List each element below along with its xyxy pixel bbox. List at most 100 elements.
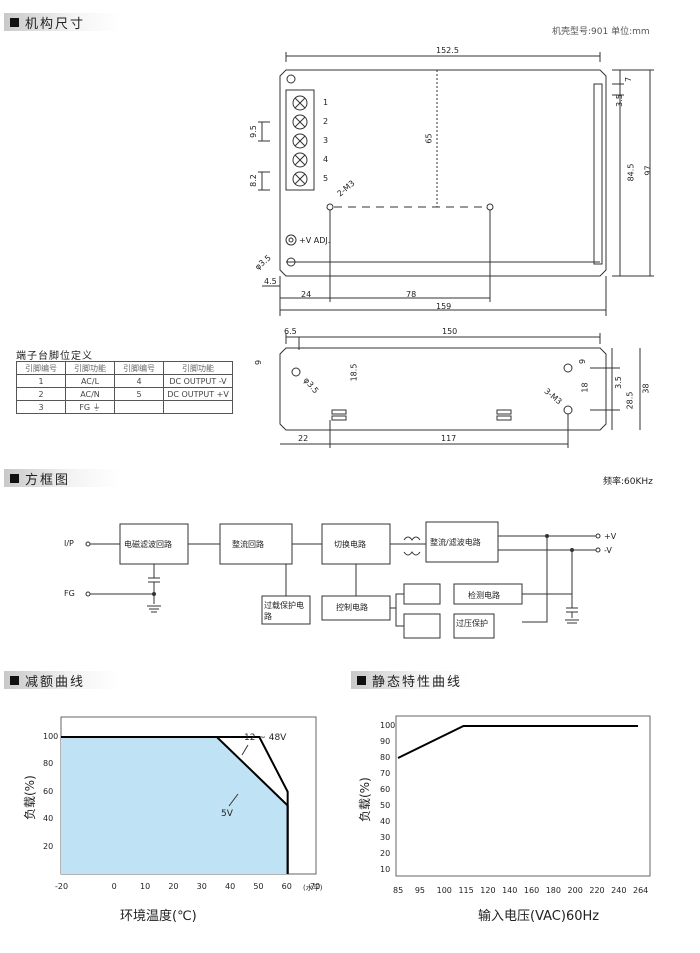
square-bullet-icon xyxy=(10,17,19,27)
vadj-label: +V ADJ. xyxy=(299,236,331,245)
section-mechanical: 机构尺寸 xyxy=(4,13,120,32)
top-view-outline xyxy=(279,69,607,277)
y-tick-label: 100 xyxy=(380,721,396,730)
section-title: 机构尺寸 xyxy=(25,16,86,32)
x-tick-label: 140 xyxy=(502,886,518,895)
y-tick-label: 80 xyxy=(380,753,391,762)
x-tick-label: 100 xyxy=(436,886,452,895)
y-tick-label: 60 xyxy=(380,785,391,794)
dim-117: 117 xyxy=(441,434,457,443)
x-axis-title: 环境温度(℃) xyxy=(120,909,197,924)
static-series-line xyxy=(397,725,638,759)
section-title: 方框图 xyxy=(25,472,71,488)
emi-block: 电磁滤波回路 xyxy=(124,540,172,549)
series-line-5v xyxy=(61,736,289,874)
table-row: 3 FG ⏚ xyxy=(16,400,233,414)
olp-block: 过载保护电路 xyxy=(264,601,304,621)
y-tick-label: 50 xyxy=(380,801,391,810)
terminal-2: 2 xyxy=(323,117,329,126)
frequency-label: 频率:60KHz xyxy=(603,477,653,487)
x-unit-label: (水平) xyxy=(303,884,323,892)
terminal-1: 1 xyxy=(323,98,329,107)
y-tick-label: 30 xyxy=(380,833,391,842)
y-tick-label: 70 xyxy=(380,769,391,778)
section-block: 方框图 xyxy=(4,469,120,488)
case-info: 机壳型号:901 单位:mm xyxy=(552,27,650,37)
y-tick-label: 10 xyxy=(380,865,391,874)
ctrl-block: 控制电路 xyxy=(336,603,368,612)
terminal-3: 3 xyxy=(323,136,329,145)
dim-152-5: 152.5 xyxy=(436,46,459,55)
x-tick-label: 30 xyxy=(196,882,207,891)
y-tick-label: 20 xyxy=(43,841,54,851)
y-axis-title: 负载(%) xyxy=(23,775,37,820)
terminal-block xyxy=(285,89,315,191)
pin-cell xyxy=(163,400,233,414)
switch-block: 切换电路 xyxy=(334,540,366,549)
x-tick-label: 220 xyxy=(589,886,605,895)
y-tick-label: 40 xyxy=(380,817,391,826)
x-tick-label: 60 xyxy=(281,882,292,891)
terminal-4: 4 xyxy=(323,155,329,164)
ip-label: I/P xyxy=(64,539,74,548)
dim-6-5: 6.5 xyxy=(284,327,297,336)
x-tick-label: 20 xyxy=(168,882,179,891)
section-derating: 减额曲线 xyxy=(4,671,120,690)
x-tick-label: 160 xyxy=(523,886,540,895)
derating-area xyxy=(61,737,288,874)
x-tick-label: 240 xyxy=(611,886,627,895)
table-row: 2 AC/N 5 DC OUTPUT +V xyxy=(16,387,233,401)
y-axis-title: 负载(%) xyxy=(358,777,372,822)
section-title: 静态特性曲线 xyxy=(372,674,463,690)
square-bullet-icon xyxy=(10,675,19,685)
pin-table: 引脚编号 引脚功能 引脚编号 引脚功能 1 AC/L 4 DC OUTPUT -… xyxy=(16,361,233,414)
leader-line xyxy=(228,793,239,807)
vplus-label: +V xyxy=(604,532,617,541)
x-tick-label: 264 xyxy=(633,886,649,895)
vminus-label: -V xyxy=(604,546,612,555)
x-tick-label: 70 xyxy=(310,882,321,891)
y-tick-label: 40 xyxy=(43,814,54,824)
square-bullet-icon xyxy=(10,473,19,483)
section-title: 减额曲线 xyxy=(25,674,86,690)
x-tick-label: 95 xyxy=(414,886,425,895)
dim-78: 78 xyxy=(406,290,417,299)
mechanical-drawing xyxy=(258,52,654,448)
x-tick-label: 85 xyxy=(393,886,404,895)
x-tick-label: 40 xyxy=(225,882,236,891)
block-diagram xyxy=(85,521,601,639)
x-tick-label: 50 xyxy=(253,882,264,891)
y-tick-label: 60 xyxy=(43,786,54,796)
x-tick-label: 120 xyxy=(480,886,496,895)
fg-label: FG xyxy=(64,589,75,598)
y-tick-label: 100 xyxy=(43,732,59,741)
y-tick-label: 90 xyxy=(380,737,391,746)
legend-12-48v: 12 ~ 48V xyxy=(244,733,287,743)
square-bullet-icon xyxy=(357,675,366,685)
x-tick-label: -20 xyxy=(55,882,69,891)
pin-table-title: 端子台脚位定义 xyxy=(16,351,93,362)
filter-block: 整流/滤波电路 xyxy=(430,538,481,547)
dim-150: 150 xyxy=(442,327,458,336)
x-tick-label: 200 xyxy=(567,886,583,895)
x-tick-label: 115 xyxy=(458,886,474,895)
detect-block: 检测电路 xyxy=(468,591,500,600)
y-tick-label: 80 xyxy=(43,759,54,769)
table-row: 1 AC/L 4 DC OUTPUT -V xyxy=(16,374,233,388)
side-view-outline xyxy=(279,347,607,431)
dim-4-5: 4.5 xyxy=(264,277,277,286)
x-tick-label: 180 xyxy=(545,886,561,895)
x-tick-label: 10 xyxy=(140,882,151,891)
ovp-block: 过压保护 xyxy=(456,619,488,628)
rect-block: 整流回路 xyxy=(232,540,264,549)
legend-5v: 5V xyxy=(221,809,233,819)
x-tick-label: 0 xyxy=(111,882,117,891)
terminal-5: 5 xyxy=(323,174,329,183)
leader-line xyxy=(241,744,249,756)
dim-22: 22 xyxy=(298,434,309,443)
dim-159: 159 xyxy=(436,302,452,311)
y-tick-label: 20 xyxy=(380,849,391,858)
section-static: 静态特性曲线 xyxy=(351,671,467,690)
static-chart-frame xyxy=(395,715,651,877)
